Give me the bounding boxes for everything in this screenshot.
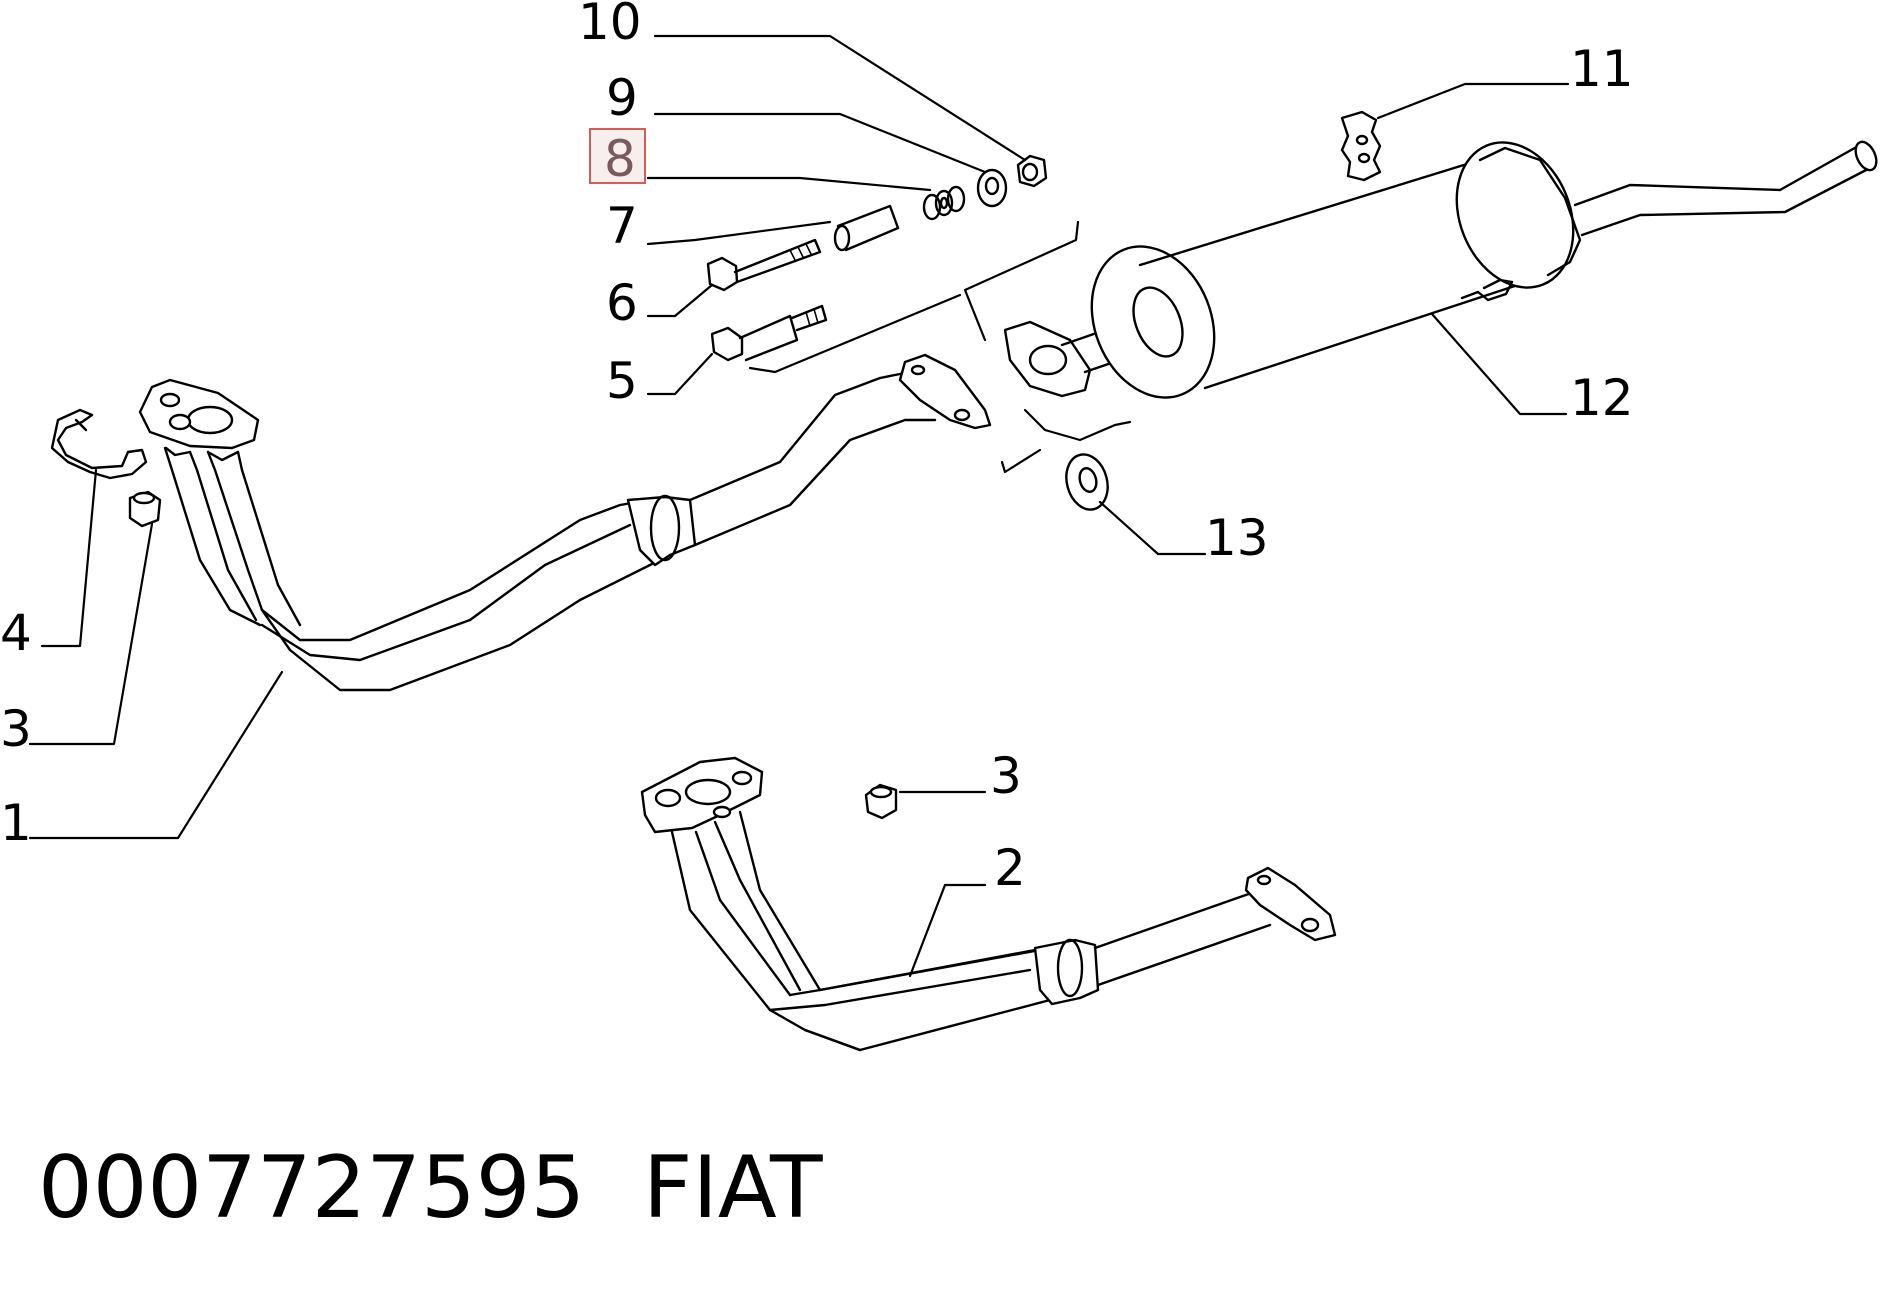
front-pipe-lower	[640, 756, 1337, 1052]
callout-8: 8	[604, 130, 636, 188]
callout-4: 4	[0, 604, 32, 662]
callout-10: 10	[578, 0, 642, 51]
part-number: 0007727595	[38, 1138, 586, 1238]
break-lines	[748, 220, 1132, 474]
nut-part-upper	[128, 490, 162, 528]
callout-9: 9	[606, 69, 638, 127]
callout-3-upper: 3	[0, 700, 32, 758]
clamp-part	[50, 408, 148, 480]
bolt-long-part	[706, 238, 822, 292]
callout-12: 12	[1570, 369, 1634, 427]
stud-part	[710, 304, 828, 362]
spacer-sleeve-part	[833, 204, 900, 252]
callout-6: 6	[606, 274, 638, 332]
highlight-box	[589, 128, 646, 184]
spring-part	[922, 185, 966, 221]
callout-3-lower: 3	[990, 747, 1022, 805]
muffler-part	[1003, 140, 1878, 399]
callout-2: 2	[994, 839, 1026, 897]
callout-7: 7	[606, 197, 638, 255]
leader-lines	[28, 34, 1570, 978]
brand-name: FIAT	[643, 1138, 823, 1238]
nut-part-lower	[864, 783, 898, 820]
callout-1: 1	[0, 794, 32, 852]
gasket-ring-part	[1065, 453, 1109, 511]
callout-5: 5	[606, 352, 638, 410]
callout-11: 11	[1570, 40, 1634, 98]
washer-part	[976, 168, 1008, 208]
front-pipe-upper	[138, 353, 992, 692]
rubber-hanger-part	[1340, 110, 1382, 182]
callout-13: 13	[1205, 509, 1269, 567]
callouts: 10 9 8 7 6 5 11 12 13 4 3 1 3 2	[0, 0, 1634, 897]
nut-part-top	[1016, 154, 1048, 188]
